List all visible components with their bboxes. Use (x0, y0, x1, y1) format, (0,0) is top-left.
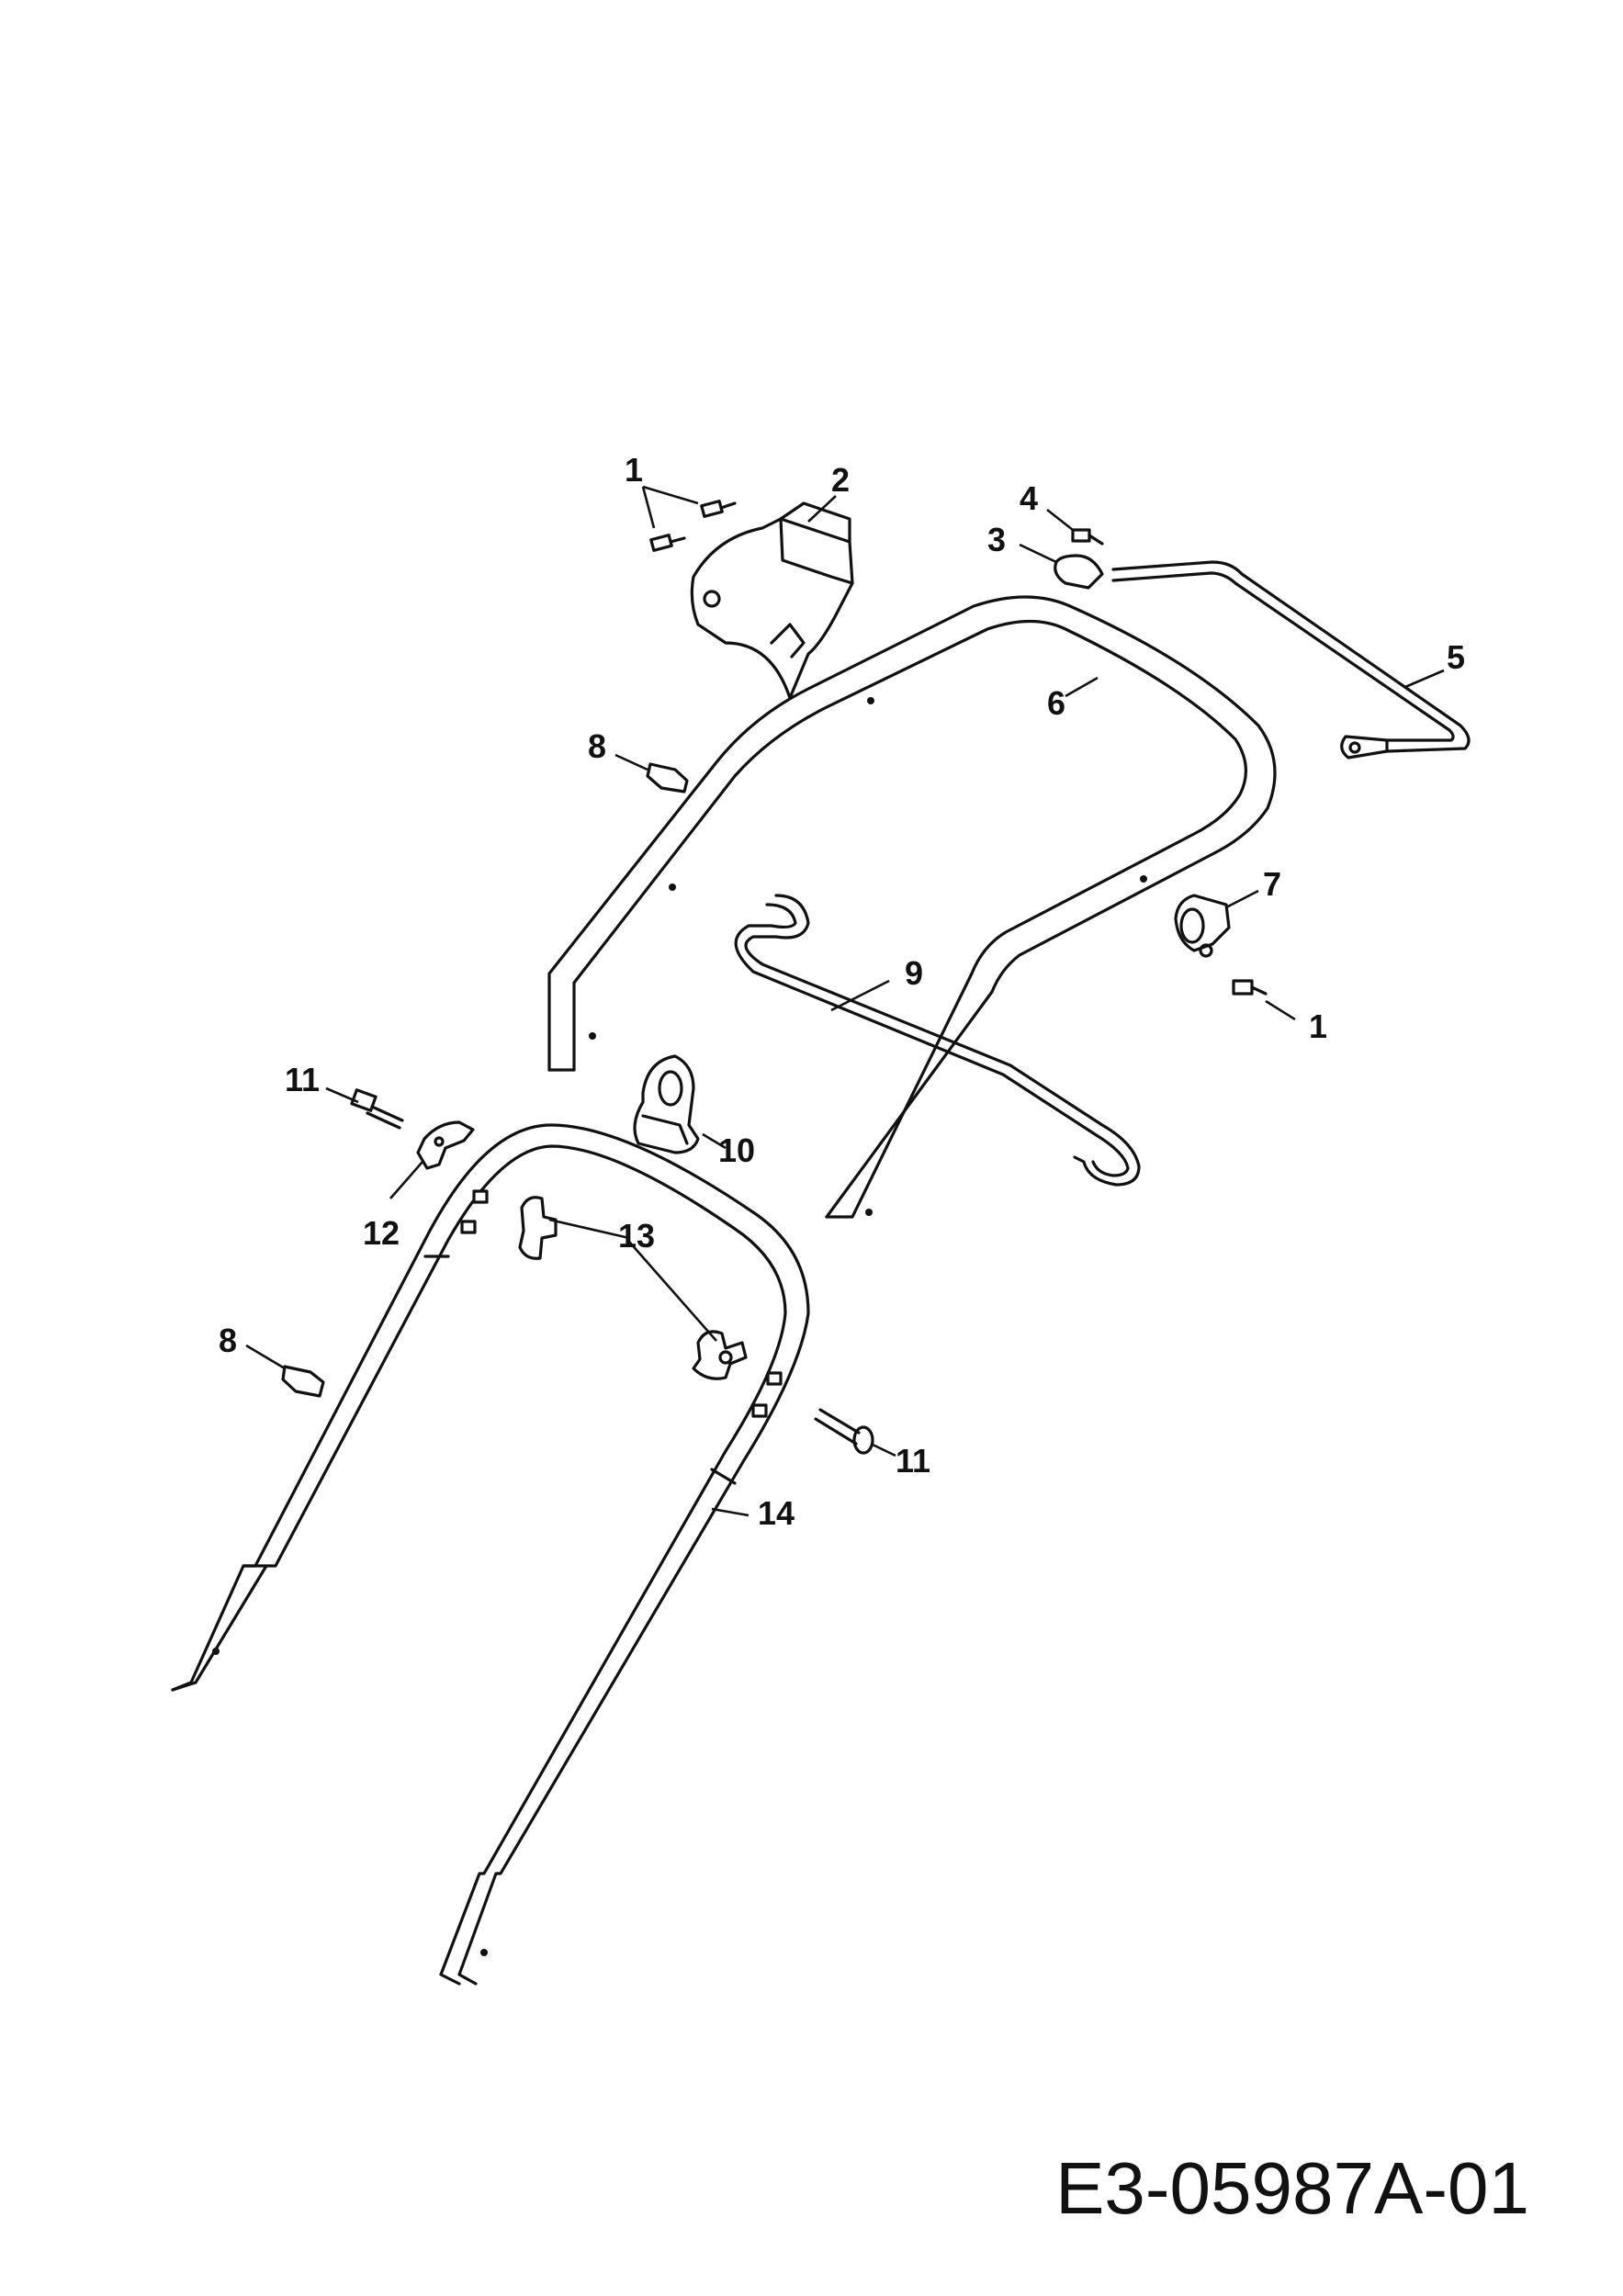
callout-7: 7 (1263, 865, 1281, 903)
callout-9: 9 (905, 954, 923, 992)
callout-3: 3 (987, 521, 1006, 558)
cable-tie-part-8-lower (281, 1365, 325, 1398)
callout-6: 6 (1047, 684, 1065, 722)
callout-12: 12 (363, 1214, 400, 1252)
cable-clip-part-3 (1054, 554, 1104, 590)
callout-2: 2 (831, 461, 850, 499)
control-rod-part-5 (1111, 560, 1471, 760)
screw-part-1-right (1232, 979, 1268, 996)
callout-1-right: 1 (1309, 1007, 1327, 1045)
wing-nut-part-13-upper (518, 1196, 558, 1260)
screw-part-4 (1071, 528, 1104, 546)
cable-clamp-part-12 (416, 1120, 475, 1170)
callout-4: 4 (1020, 479, 1038, 517)
handle-bolt-part-11-right (814, 1408, 874, 1455)
cable-tie-part-8-upper (646, 762, 689, 793)
callout-11-right: 11 (896, 1442, 930, 1480)
callout-11-left: 11 (285, 1061, 320, 1098)
callout-8-lower: 8 (219, 1322, 237, 1359)
handle-bolt-part-11-left (350, 1088, 404, 1130)
callout-10: 10 (718, 1131, 755, 1169)
screw-part-1-top (649, 500, 737, 552)
callout-1-top: 1 (625, 451, 643, 489)
callout-8-upper: 8 (588, 727, 606, 765)
lower-handle-part-14 (171, 1123, 810, 1986)
wire-bracket-part-9 (734, 894, 1141, 1187)
reference-code: E3-05987A-01 (1055, 2147, 1529, 2229)
upper-handle-part-6 (547, 595, 1277, 1219)
cable-clip-part-10 (633, 1054, 700, 1154)
callout-5: 5 (1447, 638, 1465, 676)
control-box-part-2 (690, 501, 854, 700)
leader-lines (245, 485, 1445, 1517)
callout-13: 13 (618, 1217, 655, 1255)
callout-14: 14 (758, 1494, 795, 1532)
wing-nut-part-13-lower (692, 1330, 748, 1380)
cable-guide-part-7 (1174, 894, 1231, 958)
